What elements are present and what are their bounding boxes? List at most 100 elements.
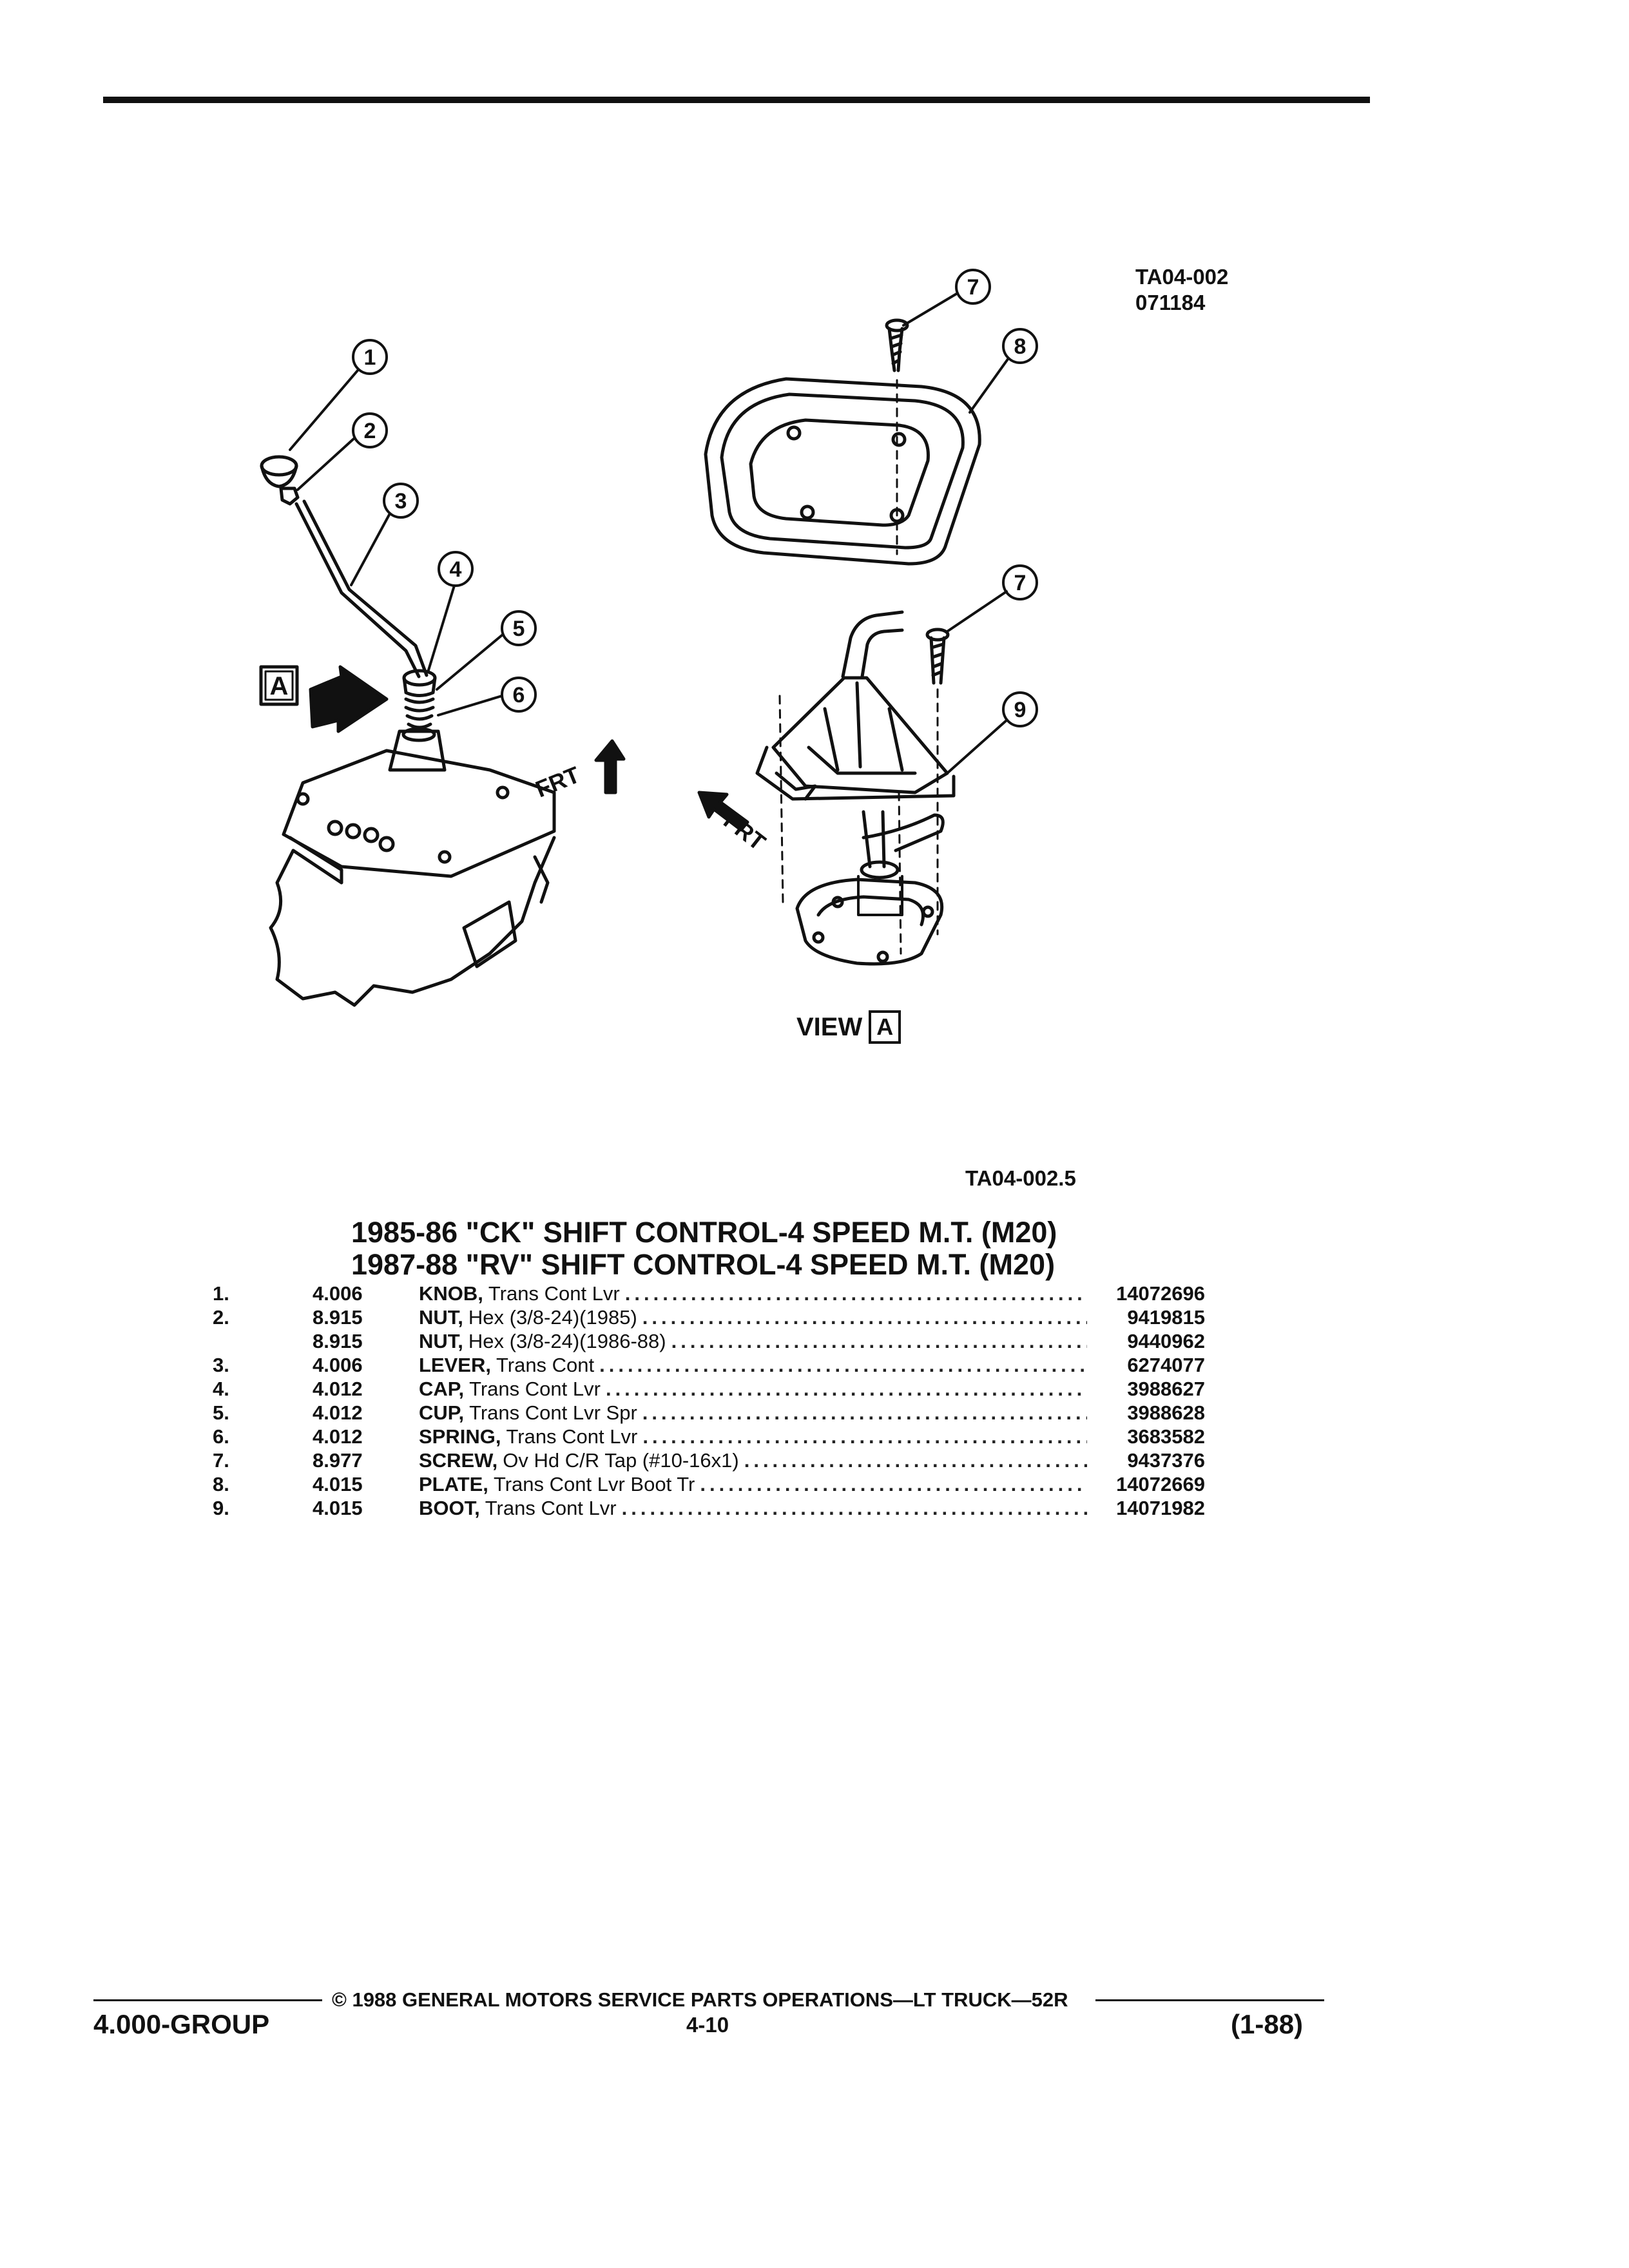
part-index: 4. <box>213 1378 229 1400</box>
leader-dots: ........................................… <box>642 1425 1087 1448</box>
callout-label: 4 <box>450 557 462 582</box>
part-index: 3. <box>213 1354 229 1376</box>
footer-rule-left <box>93 1999 322 2001</box>
part-group: 4.006 <box>313 1354 363 1376</box>
leader-dots: ........................................… <box>599 1354 1087 1376</box>
view-arrow-a <box>259 665 389 733</box>
callout-9 <box>1002 691 1038 727</box>
part-description: SCREW,Ov Hd C/R Tap (#10-16x1)..........… <box>419 1449 1092 1472</box>
front-label-right: FRT <box>532 761 583 802</box>
part-description: CAP,Trans Cont Lvr......................… <box>419 1378 1092 1401</box>
part-description: NUT,Hex (3/8-24)(1985)..................… <box>419 1306 1092 1329</box>
part-group: 4.012 <box>313 1425 363 1448</box>
part-name: SCREW, <box>419 1449 498 1472</box>
arrow-a-label: A <box>270 672 289 700</box>
view-text: VIEW <box>796 1012 863 1041</box>
callouts <box>289 269 1038 774</box>
leader-dots: ........................................… <box>642 1401 1087 1424</box>
part-index: 6. <box>213 1425 229 1448</box>
ref-date: 071184 <box>1135 291 1206 314</box>
part-desc: Ov Hd C/R Tap (#10-16x1) <box>503 1449 739 1472</box>
callout-1 <box>352 339 388 375</box>
leader-dots: ........................................… <box>621 1497 1087 1519</box>
callout-label: 6 <box>513 683 525 707</box>
part-index: 1. <box>213 1282 229 1305</box>
part-index: 2. <box>213 1306 229 1329</box>
part-desc: Hex (3/8-24)(1986-88) <box>468 1330 666 1352</box>
leader-dots: ........................................… <box>744 1449 1087 1472</box>
top-rule <box>103 97 1370 103</box>
callout-label: 7 <box>967 275 979 300</box>
parts-row: 8.915 NUT,Hex (3/8-24)(1986-88)..........… <box>213 1330 1205 1354</box>
title-line-1: 1985-86 "CK" SHIFT CONTROL-4 SPEED M.T. … <box>351 1216 1057 1249</box>
part-desc: Trans Cont <box>496 1354 595 1376</box>
callout-labels: 1 2 3 4 5 6 7 8 7 9 A FRT FRT <box>270 275 1027 856</box>
footer-page-number: 4-10 <box>686 2013 729 2037</box>
part-name: NUT, <box>419 1330 463 1352</box>
part-description: SPRING,Trans Cont Lvr...................… <box>419 1425 1092 1448</box>
parts-row: 3. 4.006 LEVER,Trans Cont.................… <box>213 1354 1205 1378</box>
callout-2 <box>352 412 388 448</box>
leader-dots: ........................................… <box>700 1473 1087 1495</box>
part-desc: Trans Cont Lvr <box>488 1282 620 1305</box>
part-index: 5. <box>213 1401 229 1424</box>
figure-code: TA04-002.5 <box>965 1166 1076 1190</box>
boot-assembly <box>755 610 956 966</box>
part-number: 6274077 <box>1127 1354 1205 1376</box>
callout-8 <box>1002 328 1038 364</box>
part-desc: Hex (3/8-24)(1985) <box>468 1306 637 1329</box>
callout-label: 1 <box>364 345 376 370</box>
callout-label: 3 <box>395 489 407 514</box>
part-description: LEVER,Trans Cont........................… <box>419 1354 1092 1377</box>
part-number: 3988627 <box>1127 1378 1205 1400</box>
part-index: 7. <box>213 1449 229 1472</box>
part-name: PLATE, <box>419 1473 488 1495</box>
part-desc: Trans Cont Lvr <box>485 1497 617 1519</box>
ref-code: TA04-002 <box>1135 265 1229 289</box>
part-number: 9419815 <box>1127 1306 1205 1329</box>
callout-label: 2 <box>364 419 376 443</box>
leader-dots: ........................................… <box>624 1282 1087 1305</box>
transmission-assembly <box>260 455 556 1007</box>
part-number: 14071982 <box>1116 1497 1205 1519</box>
part-number: 9440962 <box>1127 1330 1205 1352</box>
callout-label: 7 <box>1014 571 1027 595</box>
part-desc: Trans Cont Lvr Boot Tr <box>493 1473 695 1495</box>
part-desc: Trans Cont Lvr <box>469 1378 601 1400</box>
part-group: 4.012 <box>313 1378 363 1400</box>
footer-group: 4.000-GROUP <box>93 2009 270 2039</box>
front-arrow-left <box>697 791 749 832</box>
part-name: CUP, <box>419 1401 465 1424</box>
part-desc: Trans Cont Lvr <box>506 1425 638 1448</box>
part-number: 9437376 <box>1127 1449 1205 1472</box>
leader-dots: ........................................… <box>605 1378 1087 1400</box>
leader-dots: ........................................… <box>671 1330 1087 1352</box>
callout-label: 5 <box>513 617 525 641</box>
part-desc: Trans Cont Lvr Spr <box>469 1401 637 1424</box>
part-group: 8.977 <box>313 1449 363 1472</box>
footer-copyright: © 1988 GENERAL MOTORS SERVICE PARTS OPER… <box>332 1988 1068 2011</box>
part-number: 3683582 <box>1127 1425 1205 1448</box>
part-name: BOOT, <box>419 1497 480 1519</box>
callout-label: 9 <box>1014 698 1027 722</box>
part-number: 3988628 <box>1127 1401 1205 1424</box>
callout-7-top <box>955 269 991 305</box>
part-description: BOOT,Trans Cont Lvr.....................… <box>419 1497 1092 1520</box>
part-group: 4.006 <box>313 1282 363 1305</box>
part-group: 8.915 <box>313 1330 363 1352</box>
leader-dots: ........................................… <box>642 1306 1087 1329</box>
part-name: KNOB, <box>419 1282 483 1305</box>
part-name: LEVER, <box>419 1354 491 1376</box>
boot-plate <box>704 377 981 566</box>
part-number: 14072696 <box>1116 1282 1205 1305</box>
part-number: 14072669 <box>1116 1473 1205 1495</box>
callout-label: 8 <box>1014 334 1027 359</box>
section-titles: 1985-86 "CK" SHIFT CONTROL-4 SPEED M.T. … <box>351 1216 1057 1281</box>
part-group: 4.015 <box>313 1473 363 1495</box>
part-index: 8. <box>213 1473 229 1495</box>
